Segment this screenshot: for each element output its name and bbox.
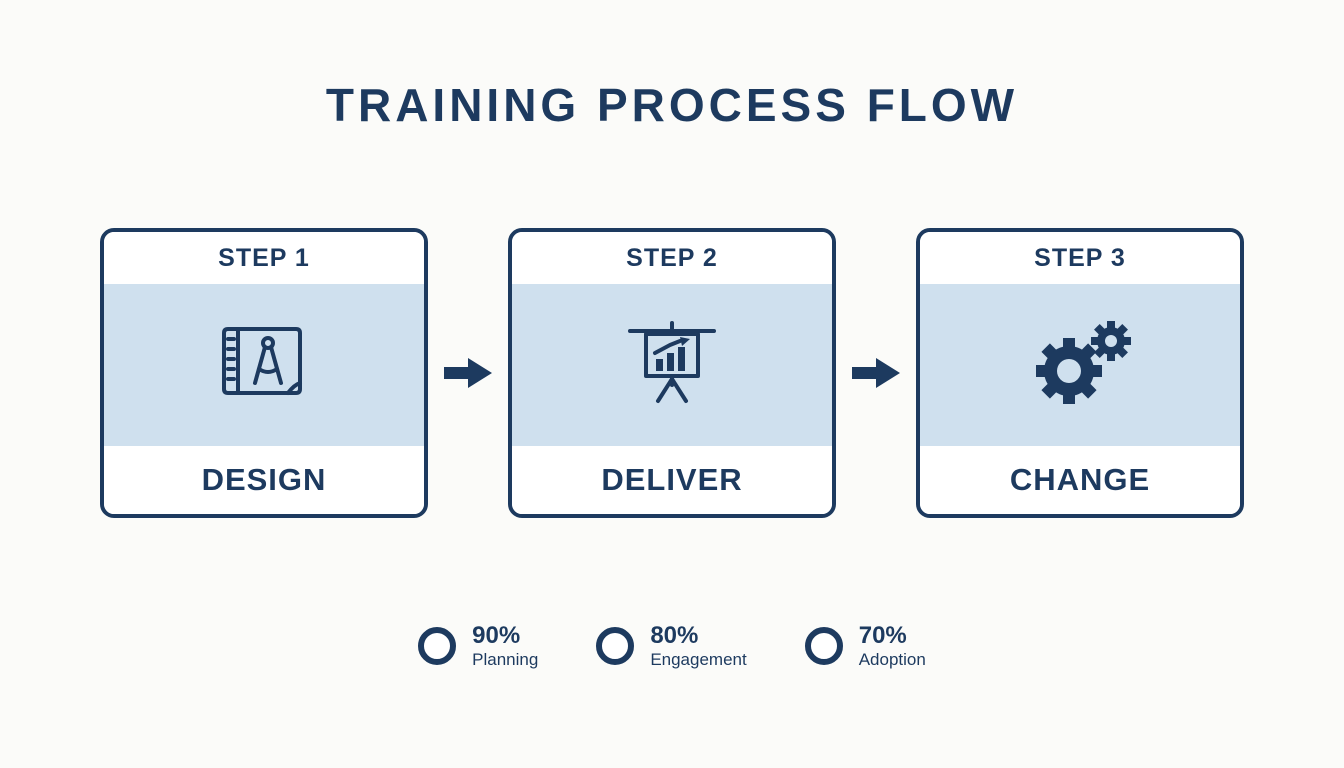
stat-text: 90% Planning [472, 622, 538, 670]
stat-value: 70% [858, 622, 907, 649]
step-card-change: STEP 3 [916, 228, 1244, 518]
stat-engagement: 80% Engagement [596, 622, 747, 670]
stat-label: Adoption [858, 649, 926, 669]
step-2-label: DELIVER [512, 446, 832, 514]
step-1-header: STEP 1 [104, 232, 424, 284]
page-title: TRAINING PROCESS FLOW [325, 79, 1019, 131]
step-2-header: STEP 2 [512, 232, 832, 284]
step-3-header: STEP 3 [920, 232, 1240, 284]
stat-adoption: 70% Adoption [804, 622, 926, 670]
process-flow-row: STEP 1 [100, 228, 1244, 518]
presentation-chart-icon [622, 317, 722, 414]
step-2-icon-band [512, 284, 832, 446]
flow-arrow-2 [836, 354, 916, 392]
circle-icon [596, 626, 635, 665]
stat-value: 80% [650, 622, 699, 649]
stat-value: 90% [472, 622, 521, 649]
stats-row: 90% Planning 80% Engagement 70% Adoption [418, 622, 926, 670]
stat-label: Planning [472, 649, 539, 669]
stat-planning: 90% Planning [418, 622, 538, 670]
step-3-icon-band [920, 284, 1240, 446]
stat-text: 70% Adoption [859, 622, 926, 670]
step-1-label: DESIGN [104, 446, 424, 514]
step-1-icon-band [104, 284, 424, 446]
gears-icon [1025, 317, 1135, 414]
circle-icon [418, 626, 457, 665]
flow-arrow-1 [428, 354, 508, 392]
circle-icon [804, 626, 843, 665]
stat-label: Engagement [650, 649, 747, 669]
blueprint-compass-icon [214, 317, 314, 414]
step-card-design: STEP 1 [100, 228, 428, 518]
step-card-deliver: STEP 2 [508, 228, 836, 518]
step-3-label: CHANGE [920, 446, 1240, 514]
stat-text: 80% Engagement [650, 622, 746, 670]
